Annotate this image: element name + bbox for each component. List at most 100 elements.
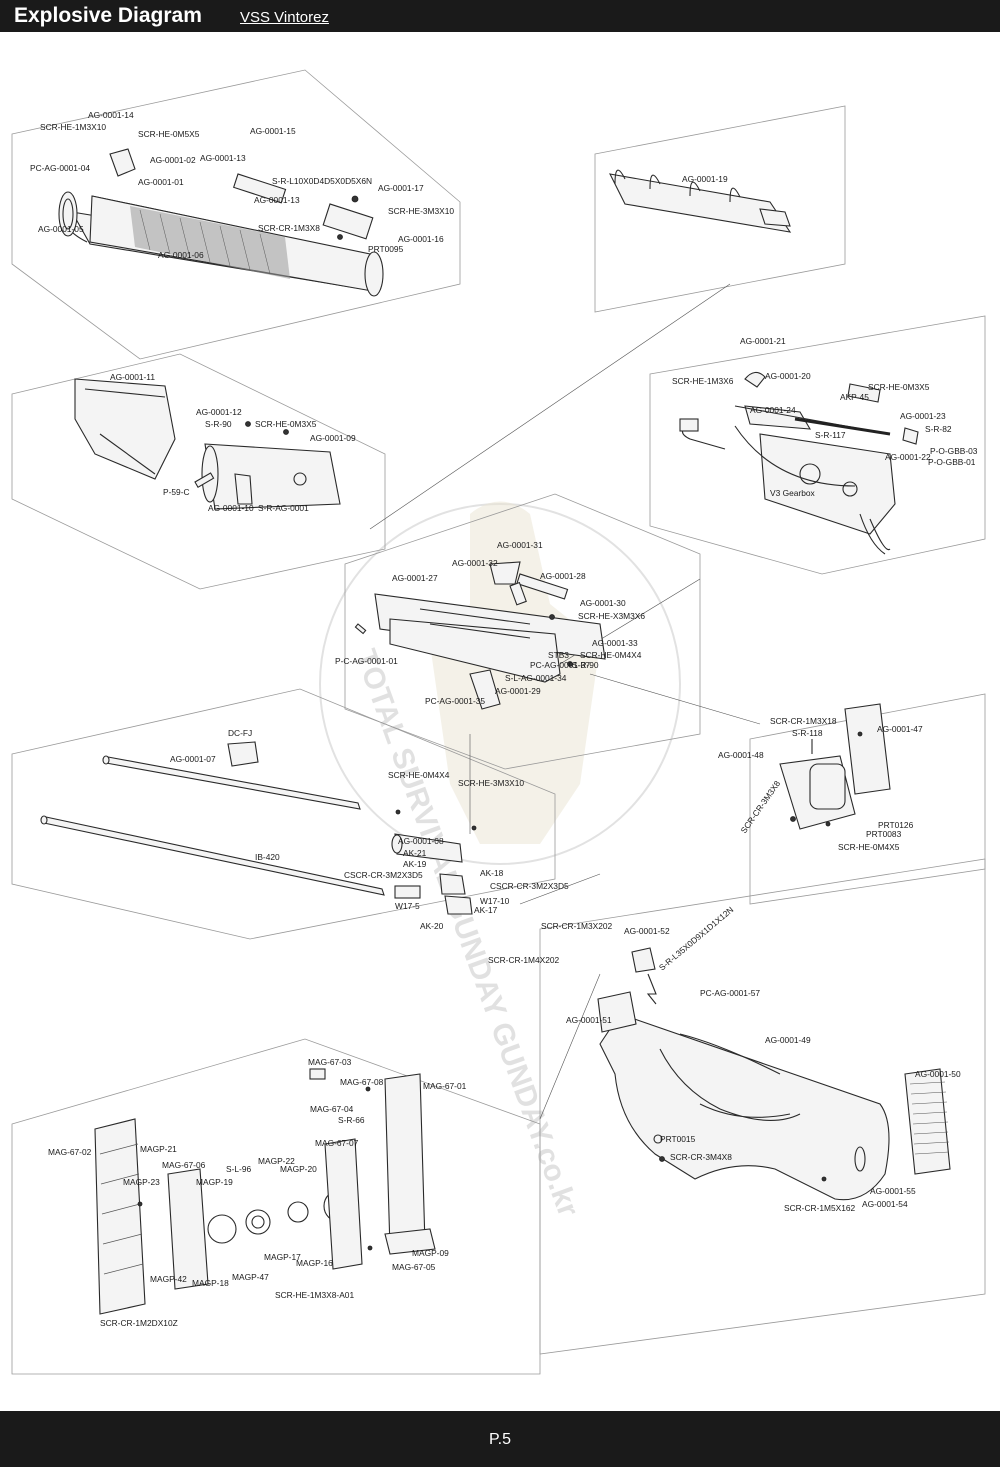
label-s-l-96: S-L-96 [226,1164,251,1174]
label-magp-17: MAGP-17 [264,1252,301,1262]
label-ag-0001-13-a: AG-0001-13 [200,153,246,163]
suppressor-assembly [58,148,384,297]
label-ag-0001-15: AG-0001-15 [250,126,296,136]
label-ak-17: AK-17 [474,905,498,915]
label-magp-18: MAGP-18 [192,1278,229,1288]
label-ag-0001-28: AG-0001-28 [540,571,586,581]
label-prt0095: PRT0095 [368,244,404,254]
label-ag-0001-10: AG-0001-10 [208,503,254,513]
label-scr-he-x3m3x6: SCR-HE-X3M3X6 [578,611,645,621]
label-ag-0001-09: AG-0001-09 [310,433,356,443]
label-p-o-gbb-01: P-O-GBB-01 [928,457,976,467]
label-ag-0001-24: AG-0001-24 [750,405,796,415]
label-ag-0001-17: AG-0001-17 [378,183,424,193]
label-scr-he-0m4x5: SCR-HE-0M4X5 [838,842,900,852]
label-ag-0001-23: AG-0001-23 [900,411,946,421]
label-ag-0001-27: AG-0001-27 [392,573,438,583]
barrel-assembly [40,741,477,915]
header-rule [0,32,1000,34]
label-cscr-a: CSCR-CR-3M2X3D5 [344,870,423,880]
label-w17-10: W17-10 [480,896,510,906]
lower-handguard-assembly [74,378,341,510]
label-ag-0001-51: AG-0001-51 [566,1015,612,1025]
label-v3-gearbox: V3 Gearbox [770,488,816,498]
panel-gearbox [649,315,986,575]
label-pc-ag-0001-04: PC-AG-0001-04 [30,163,90,173]
label-prt0015: PRT0015 [660,1134,696,1144]
label-dc-fj: DC-FJ [228,728,252,738]
label-ag-0001-55: AG-0001-55 [870,1186,916,1196]
label-ag-0001-52: AG-0001-52 [624,926,670,936]
label-s-r-117: S-R-117 [815,430,846,440]
label-ag-0001-05: AG-0001-05 [38,224,84,234]
label-magp-09: MAGP-09 [412,1248,449,1258]
label-pc-ag-0001-37: PC-AG-0001-37 [530,660,590,670]
label-w17-5: W17-5 [395,901,420,911]
exploded-diagram: TOTAL SURVIVAL GUNDAY GUNDAY.co.kr [11,69,986,1375]
label-mag-67-04: MAG-67-04 [310,1104,354,1114]
label-s-r-ag-0001: S-R-AG-0001 [258,503,309,513]
label-ag-0001-21: AG-0001-21 [740,336,786,346]
label-mag-67-05: MAG-67-05 [392,1262,436,1272]
label-ag-0001-54: AG-0001-54 [862,1199,908,1209]
label-cscr-b: CSCR-CR-3M2X3D5 [490,881,569,891]
panel-receiver [344,493,701,770]
label-ag-0001-31: AG-0001-31 [497,540,543,550]
page-header: Explosive Diagram VSS Vintorez [0,0,1000,34]
label-ag-0001-02: AG-0001-02 [150,155,196,165]
label-s-r-l10: S-R-L10X0D4D5X0D5X6N [272,176,372,186]
label-scr-he-0m5x5: SCR-HE-0M5X5 [138,129,200,139]
panel-suppressor [11,69,461,360]
label-scr-cr-3m4x8: SCR-CR-3M4X8 [670,1152,732,1162]
label-scr-cr-1m4x202: SCR-CR-1M4X202 [488,955,560,965]
label-ag-0001-49: AG-0001-49 [765,1035,811,1045]
label-ag-0001-20: AG-0001-20 [765,371,811,381]
label-s-r-66: S-R-66 [338,1115,365,1125]
label-scr-he-0m4x4-b: SCR-HE-0M4X4 [388,770,450,780]
page-number: P.5 [489,1431,511,1448]
label-ak-18: AK-18 [480,868,504,878]
panel-barrel [11,688,556,940]
label-mag-67-08: MAG-67-08 [340,1077,384,1087]
label-scr-cr-1m3x202: SCR-CR-1M3X202 [541,921,613,931]
label-ag-0001-47: AG-0001-47 [877,724,923,734]
label-scr-cr-3m3x8: SCR-CR-3M3X8 [738,778,782,835]
label-mag-67-07: MAG-67-07 [315,1138,359,1148]
label-ag-0001-16: AG-0001-16 [398,234,444,244]
diagram-title: Explosive Diagram [14,4,202,27]
receiver-assembly [354,561,606,710]
label-mag-67-02: MAG-67-02 [48,1147,92,1157]
page-footer: P.5 [0,1411,1000,1467]
label-magp-42: MAGP-42 [150,1274,187,1284]
label-prt0083: PRT0083 [866,829,902,839]
label-scr-cr-1m3x8: SCR-CR-1M3X8 [258,223,320,233]
label-magp-47: MAGP-47 [232,1272,269,1282]
upper-handguard [609,169,792,233]
label-ag-0001-29: AG-0001-29 [495,686,541,696]
label-scr-he-0m3x5-a: SCR-HE-0M3X5 [255,419,317,429]
label-pc-ag-0001-57: PC-AG-0001-57 [700,988,760,998]
label-scr-he-1m3x10: SCR-HE-1M3X10 [40,122,106,132]
label-ag-0001-32: AG-0001-32 [452,558,498,568]
label-ak-20: AK-20 [420,921,444,931]
label-magp-19: MAGP-19 [196,1177,233,1187]
motor-assembly [779,703,891,830]
gearbox-assembly [679,371,919,555]
label-p-59-c: P-59-C [163,487,190,497]
label-mag-67-01: MAG-67-01 [423,1081,467,1091]
panel-magazine [11,1038,541,1375]
label-magp-16: MAGP-16 [296,1258,333,1268]
label-magp-21: MAGP-21 [140,1144,177,1154]
label-ag-0001-22: AG-0001-22 [885,452,931,462]
label-ag-0001-06: AG-0001-06 [158,250,204,260]
label-ag-0001-13-b: AG-0001-13 [254,195,300,205]
label-scr-he-0m3x5-b: SCR-HE-0M3X5 [868,382,930,392]
label-ag-0001-48: AG-0001-48 [718,750,764,760]
label-scr-cr-1m3x18: SCR-CR-1M3X18 [770,716,837,726]
label-scr-cr-1m5x162: SCR-CR-1M5X162 [784,1203,856,1213]
label-ag-0001-01: AG-0001-01 [138,177,184,187]
model-name: VSS Vintorez [240,9,329,26]
magazine-assembly [94,1068,436,1315]
label-s-r-l35: S-R-L35X0D9X1D1X12N [657,904,735,972]
label-ak-21: AK-21 [403,848,427,858]
